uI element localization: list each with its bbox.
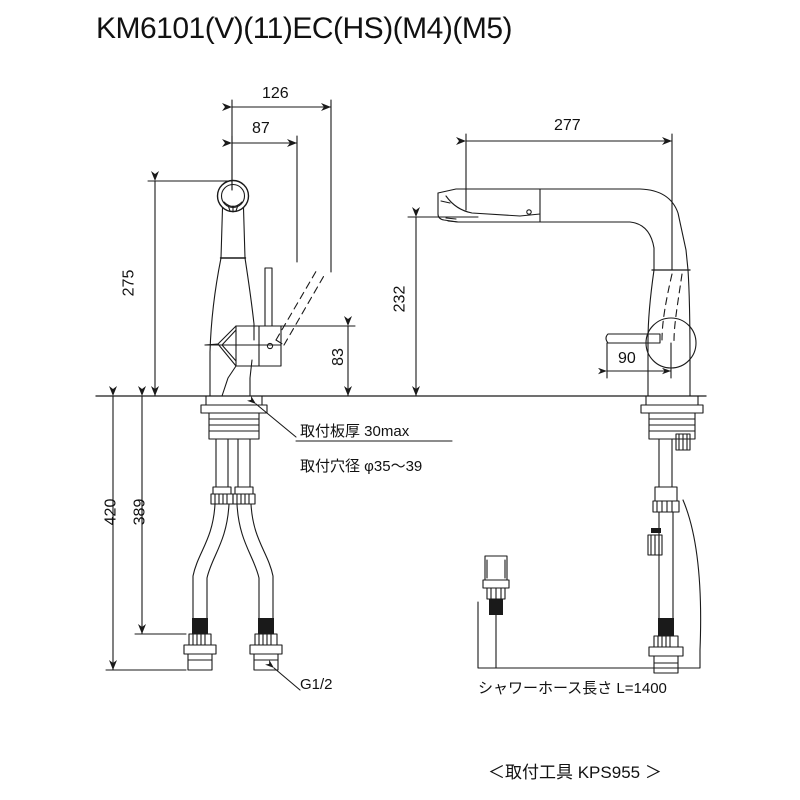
page-title: KM6101(V)(11)EC(HS)(M4)(M5)	[96, 12, 513, 45]
side-hose-ghost	[661, 273, 683, 342]
dimension-label-126: 126	[262, 85, 289, 102]
dimension-90	[598, 342, 672, 379]
front-spout-head	[216, 179, 250, 213]
leader-line-g12	[265, 659, 301, 691]
side-deck-flange	[640, 395, 704, 440]
dimension-label-232: 232	[391, 285, 409, 313]
side-view	[437, 188, 704, 674]
note-hole-diameter: 取付穴径 φ35〜39	[300, 458, 423, 475]
dimension-label-83: 83	[329, 348, 347, 366]
front-body	[209, 257, 255, 397]
front-lever-handle	[264, 267, 273, 327]
dimension-277	[456, 133, 673, 271]
leader-line-mounting-notes	[247, 395, 453, 442]
dimension-275	[147, 171, 233, 397]
side-lever-handle	[605, 333, 661, 344]
dimension-389	[134, 386, 187, 635]
note-thread-size: G1/2	[300, 676, 333, 693]
side-spout-arm	[539, 188, 687, 271]
side-gooseneck	[651, 249, 691, 271]
dimension-label-277: 277	[554, 117, 581, 134]
front-body-transition	[204, 325, 282, 397]
note-plate-thickness: 取付板厚 30max	[300, 423, 410, 440]
side-spray-head	[437, 188, 541, 223]
dimension-label-90: 90	[618, 350, 636, 367]
side-supply-bundle	[647, 433, 691, 674]
dimension-83	[280, 316, 356, 397]
front-lever-handle-raised-ghost	[275, 267, 326, 346]
note-shower-hose-length: シャワーホース長さ L=1400	[478, 680, 667, 697]
front-spout-neck	[219, 207, 247, 259]
dimension-label-87: 87	[252, 120, 270, 137]
front-valve-block	[235, 325, 282, 367]
dimension-126	[222, 99, 332, 273]
shower-hose-loop	[477, 499, 702, 669]
note-install-tool: ＜取付工具 KPS955 ＞	[488, 763, 662, 782]
dimension-420	[105, 386, 187, 671]
dimension-label-275: 275	[120, 269, 138, 297]
front-supply-tubes	[210, 438, 256, 505]
dimension-label-389: 389	[131, 498, 149, 526]
dimension-label-420: 420	[102, 498, 120, 526]
front-view	[183, 179, 326, 671]
front-flexible-hoses	[183, 503, 283, 671]
front-deck-flange	[200, 395, 268, 440]
shower-hose-connector	[482, 555, 510, 669]
dimension-232	[407, 207, 479, 397]
dimension-87	[222, 135, 298, 263]
